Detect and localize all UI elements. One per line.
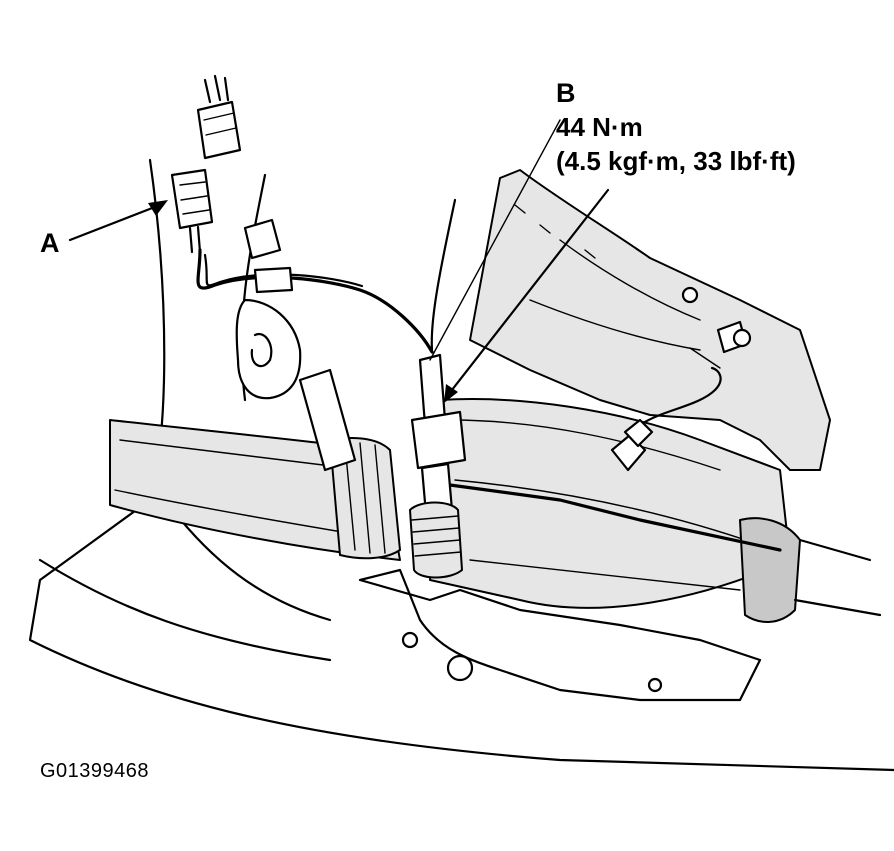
torque-spec-secondary: (4.5 kgf·m, 33 lbf·ft) <box>556 146 796 176</box>
catalytic-converter <box>429 398 882 623</box>
heat-shield <box>469 169 831 471</box>
exhaust-pipe <box>109 419 401 561</box>
converter-rear-flange <box>739 517 801 623</box>
wire-grommet <box>253 266 294 294</box>
callout-b-arrowhead <box>444 384 458 403</box>
secondary-oxygen-sensor <box>610 320 752 472</box>
callout-b-arrow-line <box>446 188 610 397</box>
figure-id: G01399468 <box>40 760 150 782</box>
callout-b-label: B <box>556 78 576 108</box>
shield-bolt-hole <box>681 286 699 304</box>
exhaust-hanger <box>235 298 357 472</box>
torque-spec-primary: 44 N·m <box>556 112 643 142</box>
callout-a-arrowhead <box>148 200 168 216</box>
callout-a-arrow-line <box>68 203 162 242</box>
harness-connector-upper <box>196 74 242 160</box>
sensor-wire-harness <box>196 218 434 354</box>
callout-arrows <box>68 119 610 403</box>
oxygen-sensor-b <box>409 353 467 579</box>
bracket-bolt <box>446 654 474 682</box>
sensor-connector-a <box>170 168 214 254</box>
mounting-bracket <box>358 568 762 702</box>
callout-a-label: A <box>40 228 60 258</box>
